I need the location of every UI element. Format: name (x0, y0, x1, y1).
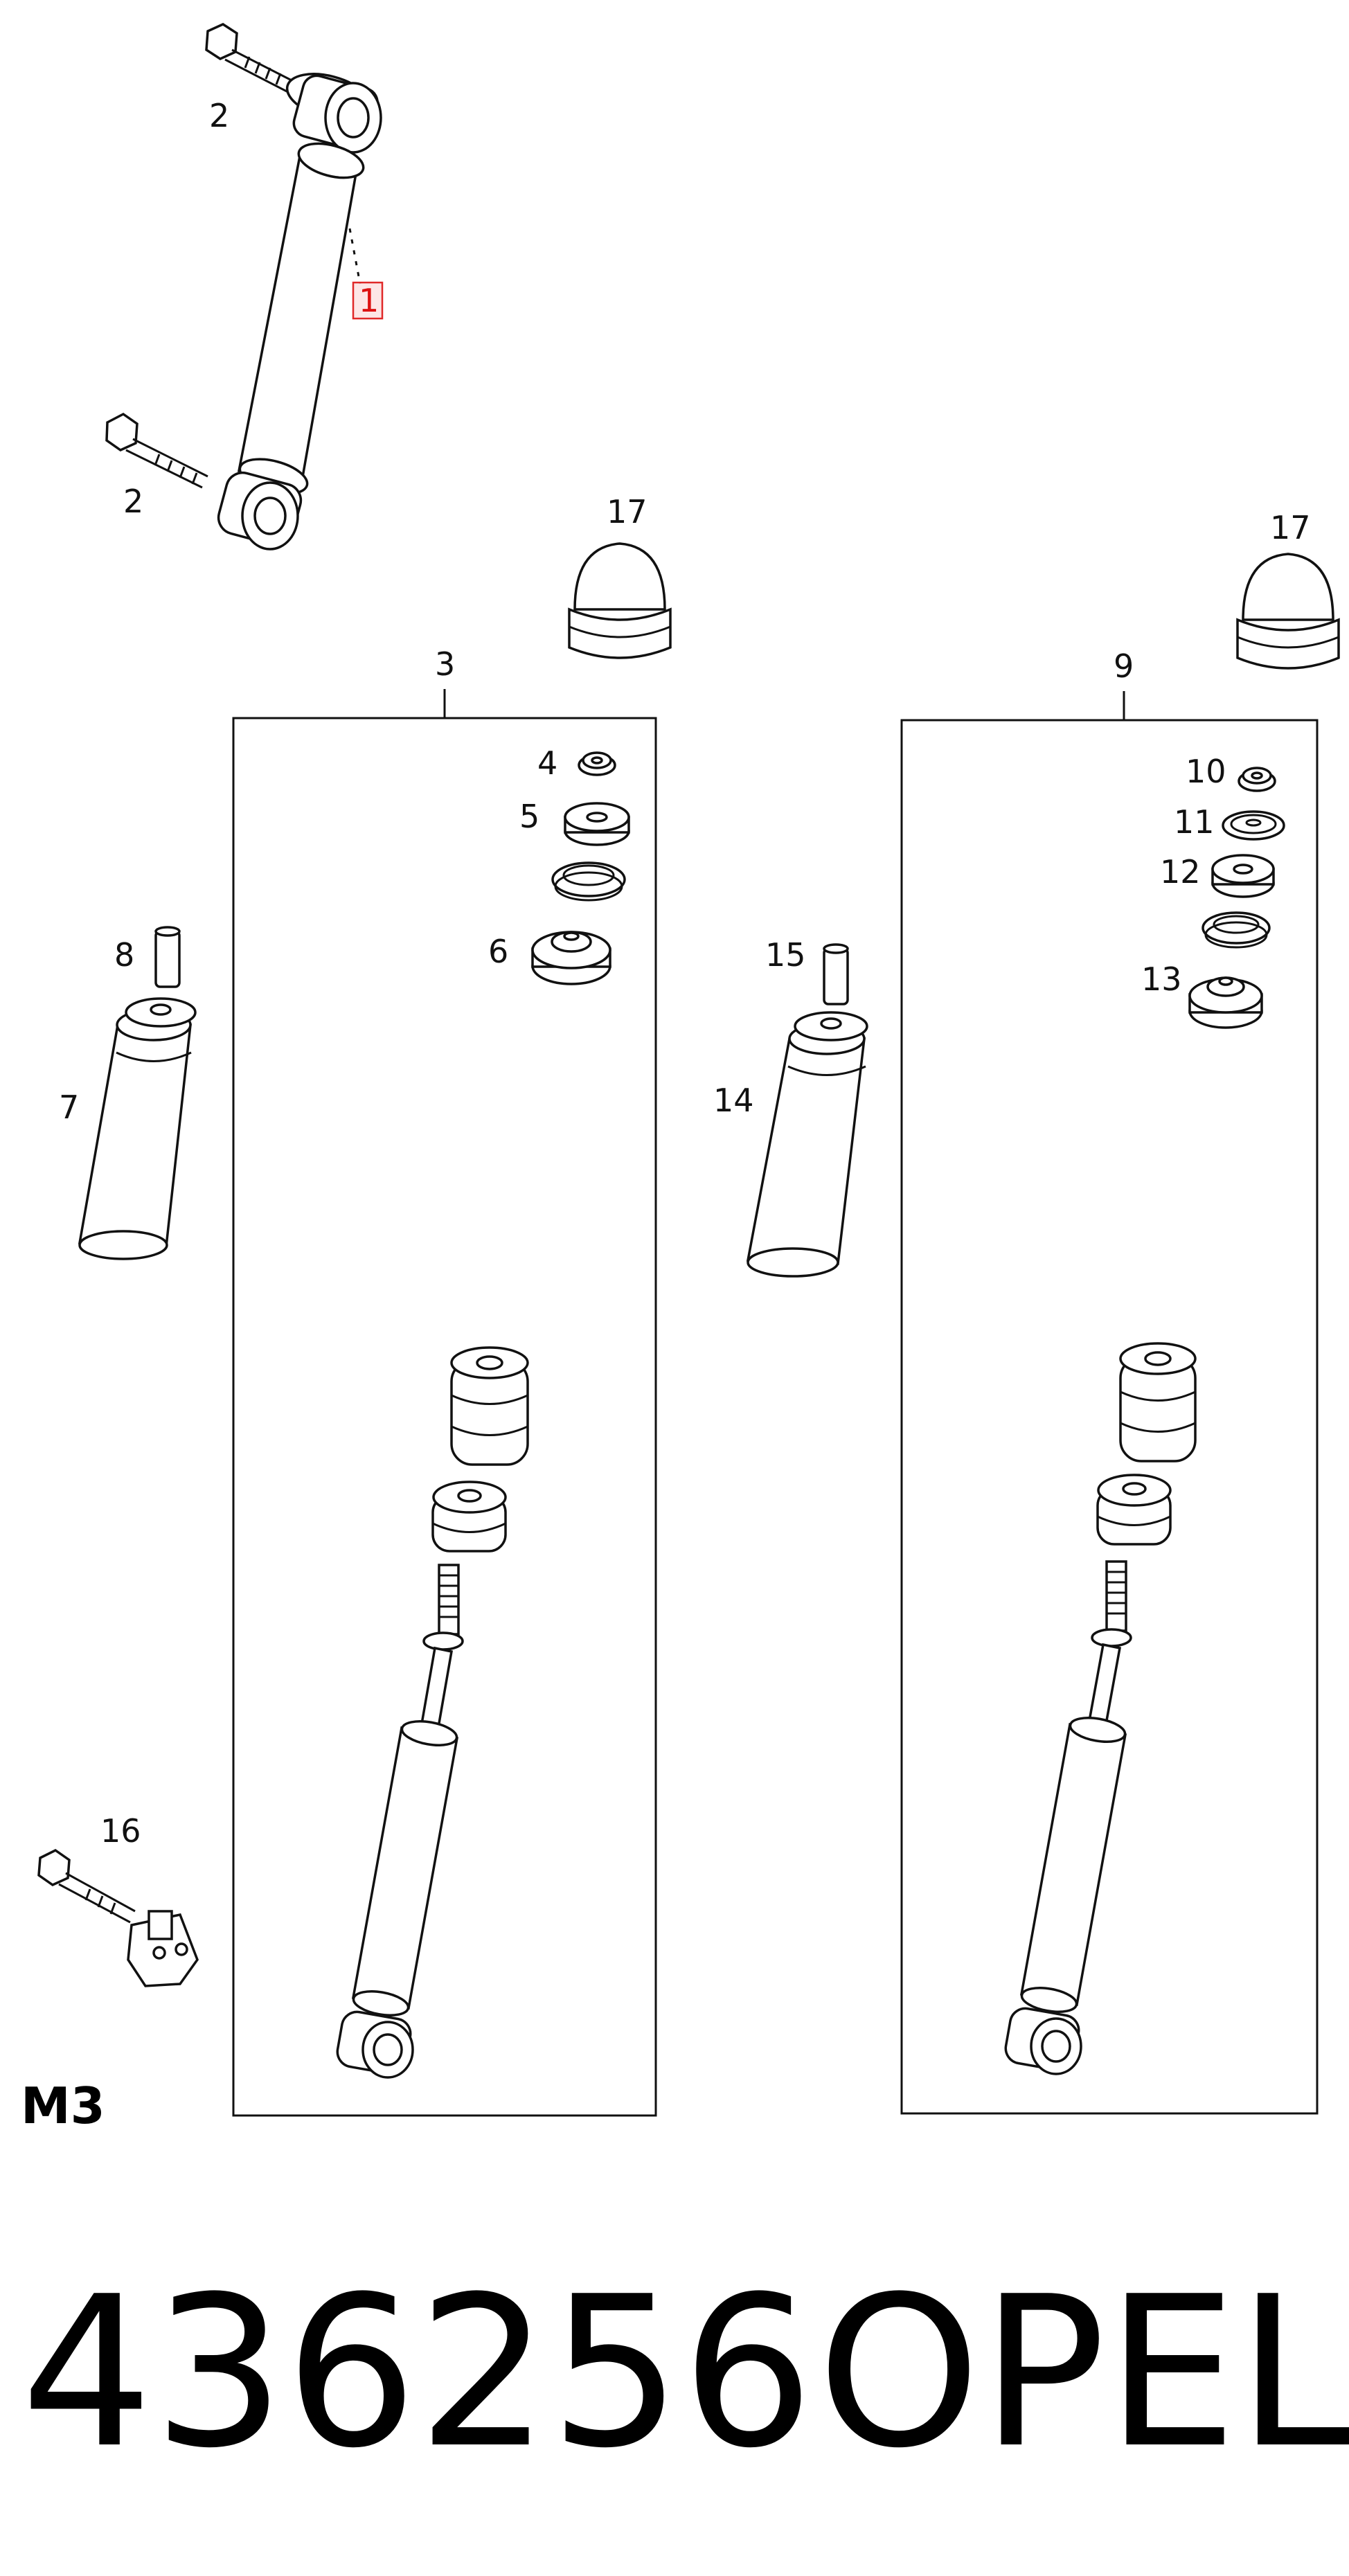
callout-7[interactable]: 7 (59, 1089, 79, 1126)
section-code: M3 (21, 2077, 105, 2135)
washer-12[interactable] (1211, 854, 1275, 898)
spacer-ring-right[interactable] (1201, 911, 1271, 949)
callout-14[interactable]: 14 (713, 1082, 754, 1119)
shock-body[interactable] (236, 137, 367, 500)
bolt-16[interactable] (37, 1848, 136, 1924)
callout-15[interactable]: 15 (765, 936, 806, 974)
callout-5[interactable]: 5 (519, 798, 539, 835)
callout-12[interactable]: 12 (1160, 853, 1201, 891)
callout-1-text[interactable]: 1 (359, 282, 379, 319)
kit-box-3[interactable] (232, 717, 657, 2117)
sleeve-8[interactable] (154, 926, 181, 988)
shock-absorber-right[interactable] (1003, 1560, 1132, 2075)
callout-1-highlight (352, 281, 384, 320)
callout-4[interactable]: 4 (537, 744, 557, 782)
dust-boot-14[interactable] (746, 1011, 868, 1278)
lower-mount-bolt[interactable] (105, 412, 208, 489)
spacer-ring[interactable] (551, 861, 626, 902)
bump-rubber-upper-right[interactable] (1119, 1342, 1197, 1463)
bracket-16[interactable] (127, 1910, 199, 1987)
washer-5[interactable] (564, 802, 630, 846)
callout-8[interactable]: 8 (114, 936, 134, 974)
callout-17-left[interactable]: 17 (607, 493, 647, 530)
callout-11[interactable]: 11 (1174, 803, 1215, 841)
washer-11[interactable] (1222, 810, 1285, 841)
callout-17-right[interactable]: 17 (1270, 509, 1311, 546)
lower-eye-bushing[interactable] (215, 469, 305, 551)
brand-name: OPEL (817, 2252, 1349, 2494)
sleeve-15[interactable] (823, 943, 849, 1005)
callout-3[interactable]: 3 (435, 645, 455, 683)
callout-10[interactable]: 10 (1186, 753, 1226, 790)
shock-absorber-assembly[interactable] (105, 23, 382, 551)
part-number: 436256 (21, 2252, 814, 2494)
upper-eye-bushing[interactable] (282, 66, 382, 154)
bushing-6[interactable] (531, 931, 611, 985)
bump-stop-cap-right[interactable] (1236, 553, 1340, 670)
bump-rubber-lower-right[interactable] (1096, 1474, 1172, 1546)
bump-rubber-lower-left[interactable] (431, 1481, 507, 1553)
nut-4[interactable] (578, 751, 616, 776)
callout-13[interactable]: 13 (1141, 960, 1182, 998)
callout-2-upper[interactable]: 2 (209, 97, 229, 134)
bushing-13[interactable] (1188, 976, 1263, 1029)
kit-box-9[interactable] (900, 719, 1319, 2115)
callout-9[interactable]: 9 (1114, 647, 1134, 685)
bump-stop-cap-left[interactable] (568, 542, 672, 659)
dust-boot-7[interactable] (78, 997, 197, 1260)
shock-absorber-left[interactable] (335, 1564, 464, 2079)
nut-10[interactable] (1238, 767, 1276, 792)
callout-16[interactable]: 16 (100, 1812, 141, 1850)
callout-2-lower[interactable]: 2 (123, 483, 143, 520)
bump-rubber-upper-left[interactable] (450, 1346, 529, 1466)
callout-6[interactable]: 6 (488, 933, 508, 970)
upper-mount-bolt[interactable] (205, 23, 295, 94)
